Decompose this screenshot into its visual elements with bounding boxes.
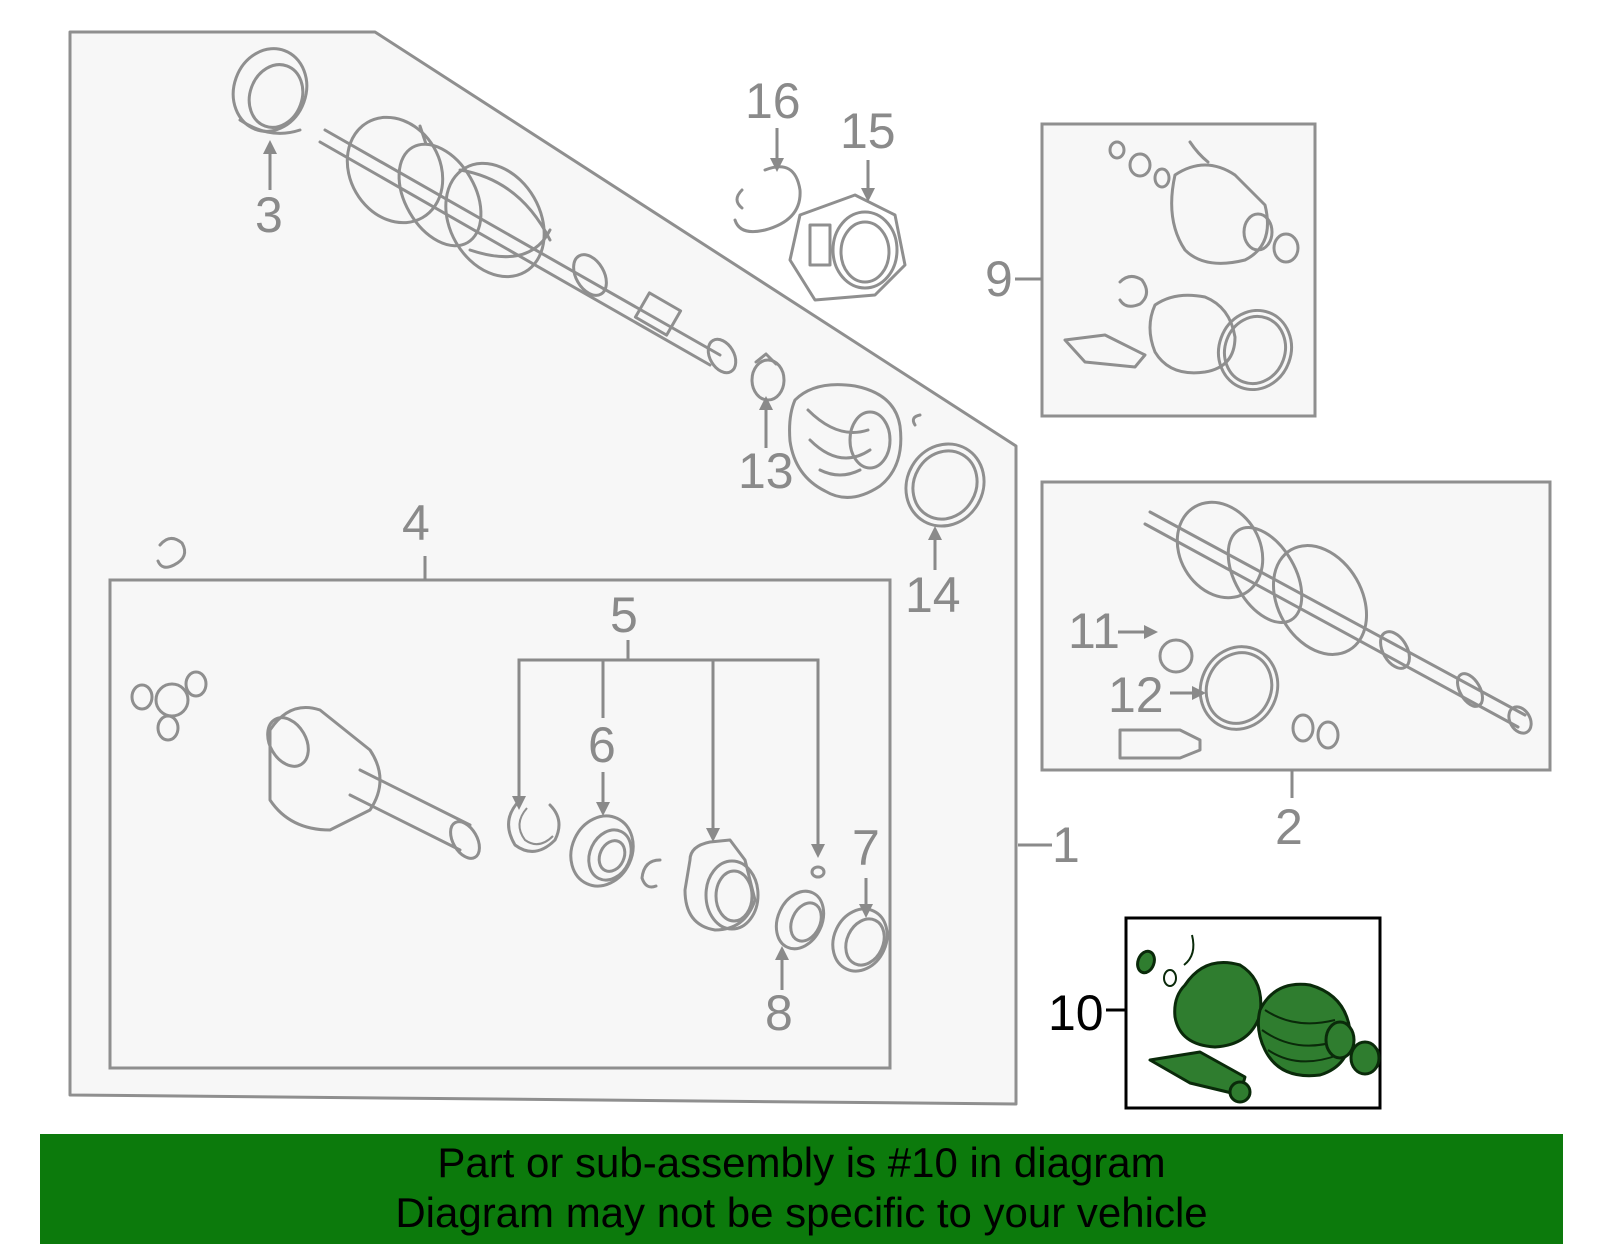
callout-2: 2	[1275, 799, 1303, 855]
box2-parts	[1118, 500, 1533, 760]
clip-part	[733, 165, 802, 234]
callout-1: 1	[1052, 817, 1080, 873]
boot-band-part	[904, 413, 986, 528]
callout-4: 4	[402, 495, 430, 551]
drive-shaft-part	[318, 115, 738, 375]
callout-8: 8	[765, 985, 793, 1041]
callout-10: 10	[1048, 985, 1104, 1041]
callout-7: 7	[852, 820, 880, 876]
callout-14: 14	[905, 567, 961, 623]
callout-16: 16	[745, 73, 801, 129]
axle-assembly-box	[1040, 480, 1552, 772]
callout-9: 9	[985, 251, 1013, 307]
callout-15: 15	[840, 103, 896, 159]
info-banner: Part or sub-assembly is #10 in diagram D…	[40, 1134, 1563, 1244]
small-clip-part	[640, 858, 662, 889]
snap-ring-part	[156, 537, 187, 569]
dust-cover-part	[831, 907, 889, 973]
highlighted-boot-kit	[1136, 934, 1381, 1104]
callout-11: 11	[1068, 603, 1120, 659]
inboard-joint-housing-part	[266, 706, 481, 860]
dust-ring-part	[231, 47, 309, 135]
tripod-joint-part	[130, 670, 208, 742]
callout-6: 6	[588, 717, 616, 773]
seal-part	[774, 889, 826, 951]
outer-boot-part	[788, 383, 903, 499]
callout-5: 5	[610, 587, 638, 643]
o-ring-part	[810, 865, 826, 879]
callout-3: 3	[255, 187, 283, 243]
banner-line-1: Part or sub-assembly is #10 in diagram	[437, 1139, 1166, 1186]
banner-line-2: Diagram may not be specific to your vehi…	[395, 1189, 1208, 1236]
box9-parts	[1063, 140, 1300, 392]
bearing-bracket-part	[683, 838, 760, 932]
callout-12: 12	[1108, 667, 1164, 723]
callout-13: 13	[738, 443, 794, 499]
circlip-part	[507, 798, 561, 853]
bearing-part	[569, 814, 635, 888]
leader-lines	[263, 128, 1294, 1012]
bracket-part	[788, 193, 907, 302]
